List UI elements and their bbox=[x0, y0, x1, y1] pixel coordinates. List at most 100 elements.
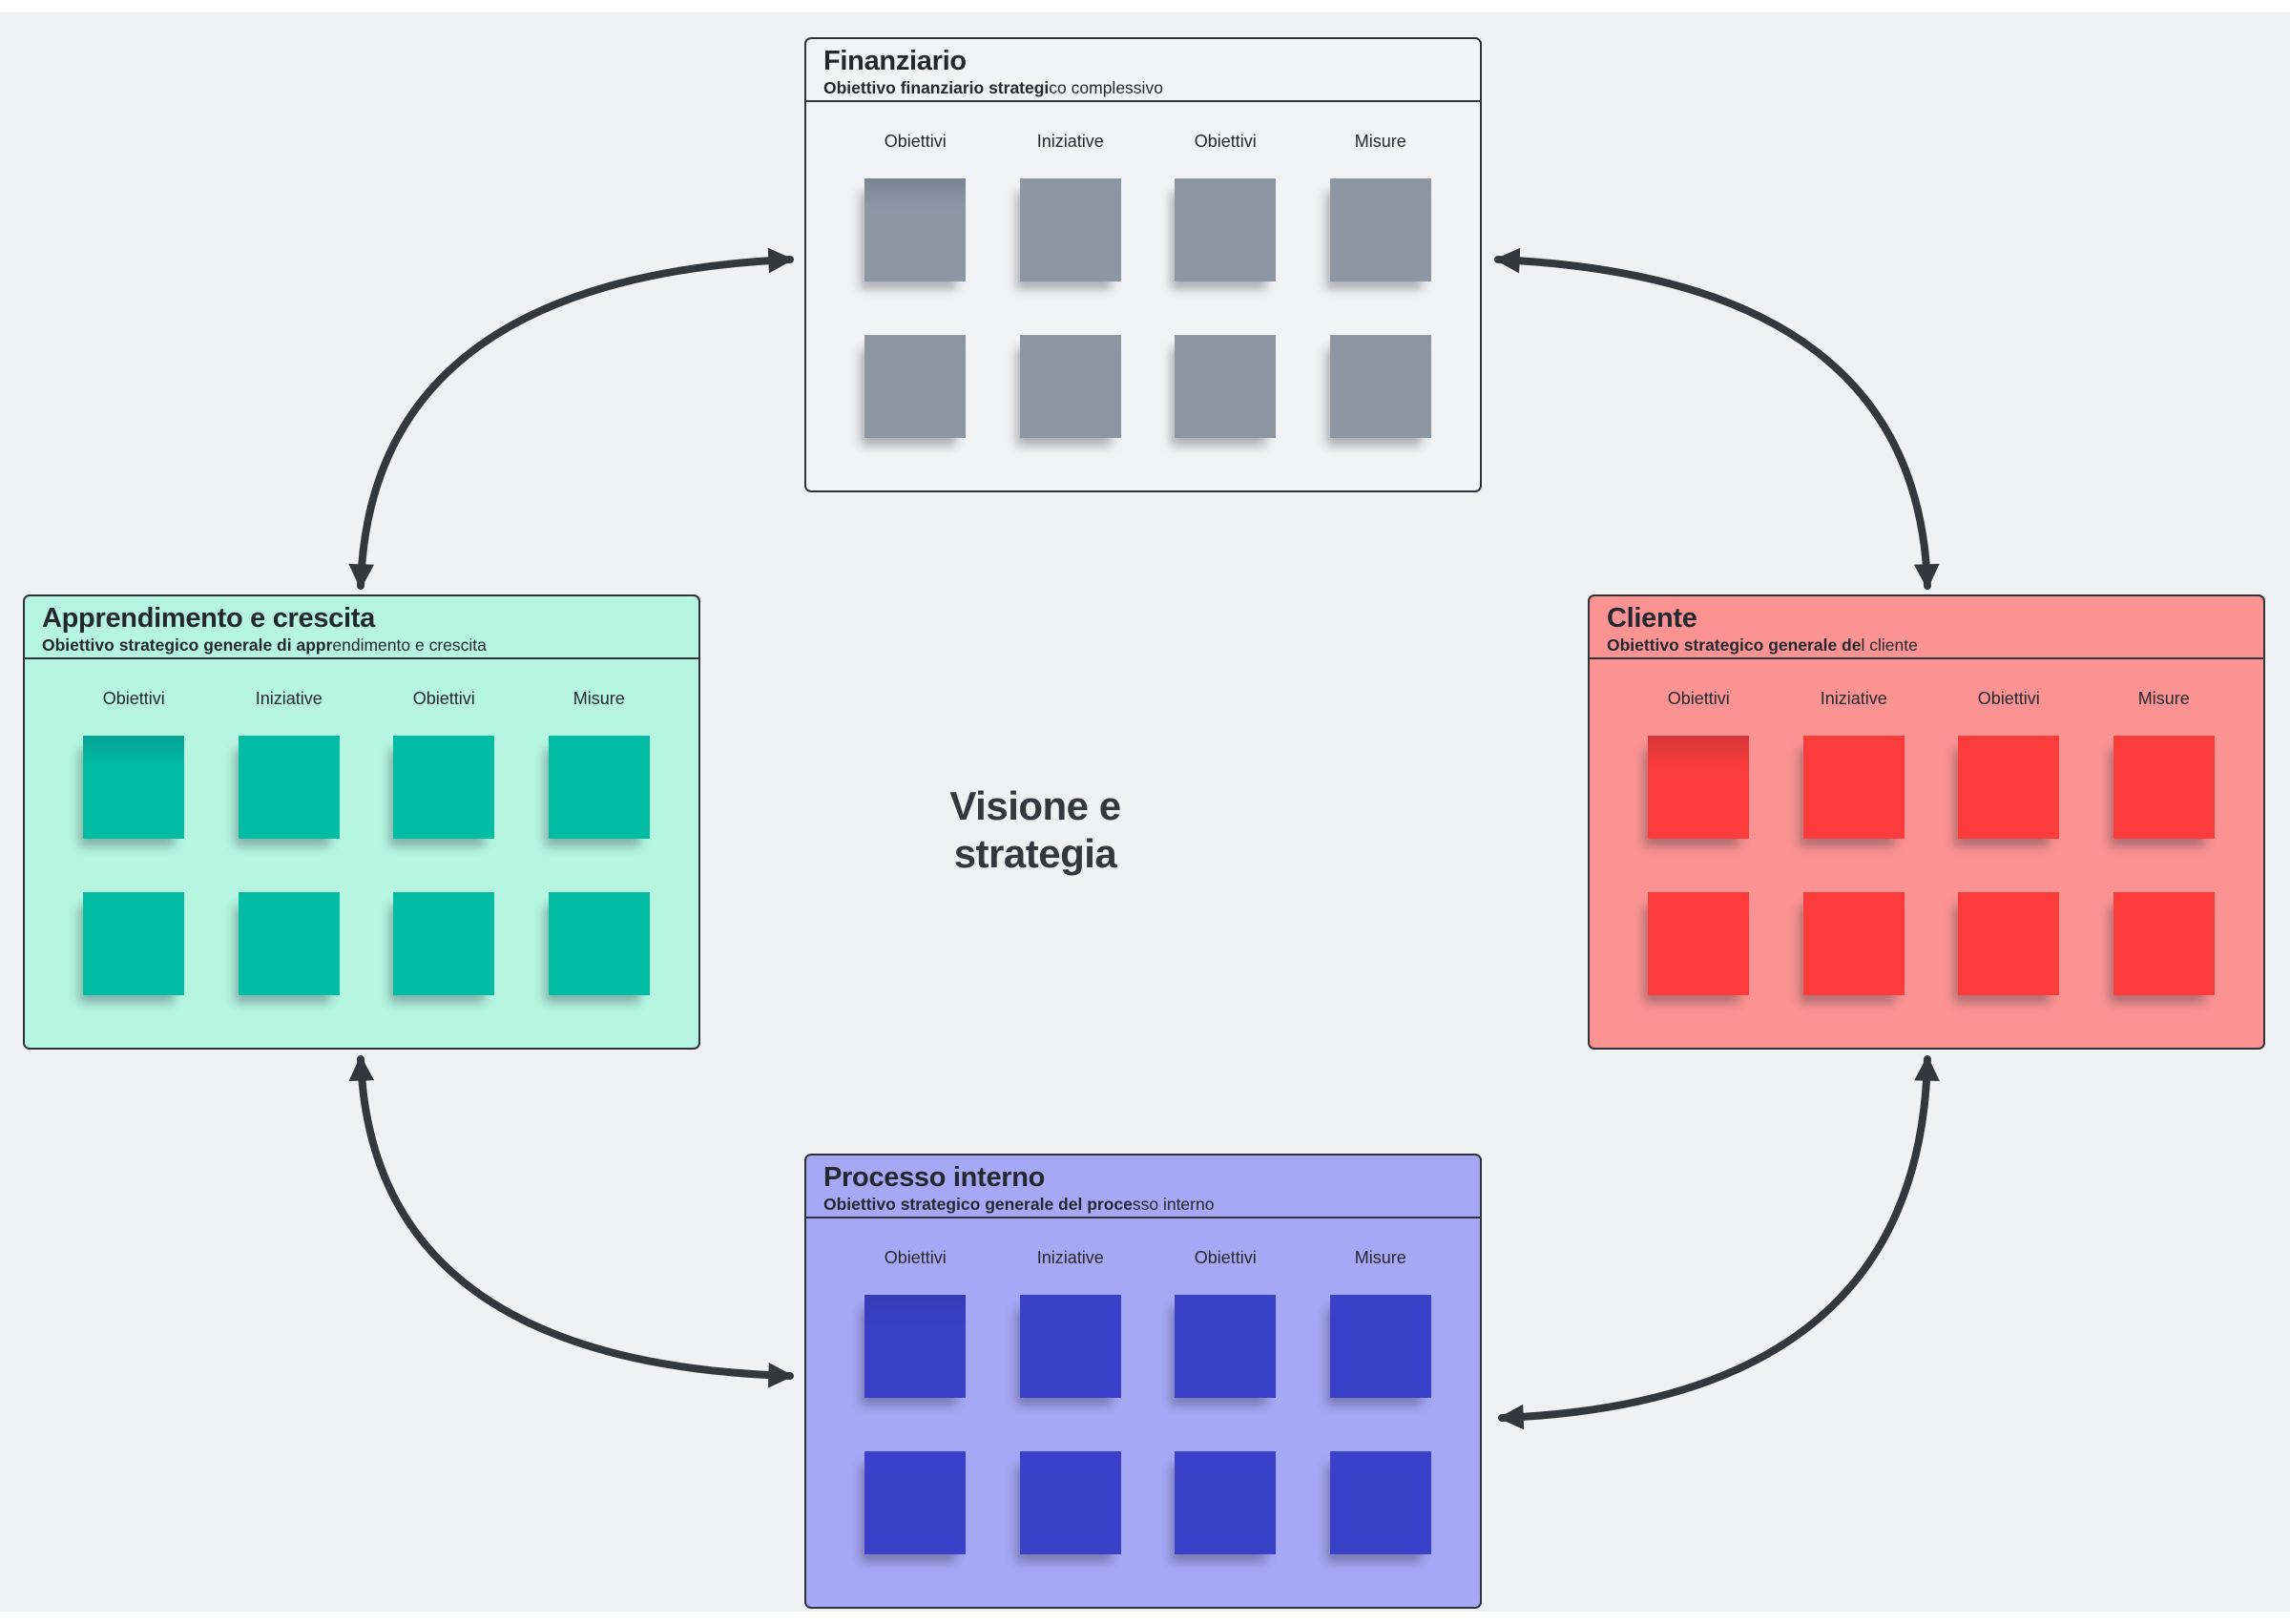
note-stack bbox=[1019, 1295, 1121, 1554]
panel-header: Cliente Obiettivo strategico generale de… bbox=[1590, 596, 2263, 659]
panel-subtitle: Obiettivo finanziario strategico comples… bbox=[823, 78, 1463, 98]
sticky-note[interactable] bbox=[393, 736, 495, 839]
note-stack bbox=[1329, 1295, 1431, 1554]
column-label: Obiettivi bbox=[1194, 1248, 1257, 1267]
sticky-note[interactable] bbox=[1648, 736, 1750, 839]
column-obiettivi-2: Obiettivi bbox=[1148, 1218, 1303, 1554]
sticky-note[interactable] bbox=[548, 892, 650, 995]
panel-cliente[interactable]: Cliente Obiettivo strategico generale de… bbox=[1588, 594, 2265, 1050]
panel-subtitle: Obiettivo strategico generale del client… bbox=[1607, 635, 2246, 656]
panel-body: Obiettivi Iniziative Obiettivi Misure bbox=[25, 659, 698, 995]
sticky-note[interactable] bbox=[238, 892, 340, 995]
column-obiettivi-1: Obiettivi bbox=[1621, 659, 1777, 995]
column-label: Obiettivi bbox=[1667, 689, 1730, 708]
column-label: Misure bbox=[572, 689, 625, 708]
note-stack bbox=[1958, 736, 2060, 995]
panel-title: Processo interno bbox=[823, 1162, 1046, 1193]
note-stack bbox=[548, 736, 650, 995]
panel-title: Finanziario bbox=[823, 46, 967, 76]
connector-arrow-bottom-right[interactable] bbox=[1498, 1055, 1940, 1430]
note-stack bbox=[1175, 178, 1277, 438]
sticky-note[interactable] bbox=[1019, 335, 1121, 438]
panel-subtitle-bold: Obiettivo strategico generale di appr bbox=[42, 635, 333, 656]
column-obiettivi-2: Obiettivi bbox=[1148, 102, 1303, 438]
connector-arrow-top-left[interactable] bbox=[348, 247, 794, 590]
sticky-note[interactable] bbox=[1019, 1295, 1121, 1398]
sticky-note[interactable] bbox=[1175, 178, 1277, 281]
panel-header: Finanziario Obiettivo finanziario strate… bbox=[806, 39, 1480, 102]
sticky-note[interactable] bbox=[1958, 892, 2060, 995]
column-label: Misure bbox=[1354, 132, 1406, 151]
sticky-note[interactable] bbox=[864, 1295, 967, 1398]
column-label: Iniziative bbox=[1820, 689, 1887, 708]
connector-arrow-bottom-left[interactable] bbox=[348, 1055, 794, 1388]
panel-subtitle-bold: Obiettivo finanziario strategi bbox=[823, 78, 1050, 98]
sticky-note[interactable] bbox=[864, 178, 967, 281]
connector-arrow-top-right[interactable] bbox=[1494, 247, 1940, 590]
column-obiettivi-2: Obiettivi bbox=[1931, 659, 2087, 995]
sticky-note[interactable] bbox=[1175, 335, 1277, 438]
sticky-note[interactable] bbox=[1329, 1451, 1431, 1554]
column-misure: Misure bbox=[2087, 659, 2242, 995]
sticky-note[interactable] bbox=[393, 892, 495, 995]
column-obiettivi-1: Obiettivi bbox=[56, 659, 212, 995]
sticky-note[interactable] bbox=[1329, 178, 1431, 281]
note-stack bbox=[1648, 736, 1750, 995]
panel-body: Obiettivi Iniziative Obiettivi Misure bbox=[806, 102, 1480, 438]
note-stack bbox=[1802, 736, 1905, 995]
sticky-note[interactable] bbox=[1175, 1451, 1277, 1554]
sticky-note[interactable] bbox=[1019, 178, 1121, 281]
column-label: Obiettivi bbox=[102, 689, 165, 708]
note-stack bbox=[1175, 1295, 1277, 1554]
panel-header: Processo interno Obiettivo strategico ge… bbox=[806, 1156, 1480, 1218]
panel-subtitle-bold: Obiettivo strategico generale del proce bbox=[823, 1195, 1133, 1215]
sticky-note[interactable] bbox=[1802, 736, 1905, 839]
column-obiettivi-2: Obiettivi bbox=[366, 659, 522, 995]
column-misure: Misure bbox=[522, 659, 677, 995]
sticky-note[interactable] bbox=[1019, 1451, 1121, 1554]
sticky-note[interactable] bbox=[2113, 892, 2215, 995]
column-label: Iniziative bbox=[1036, 1248, 1104, 1267]
sticky-note[interactable] bbox=[1958, 736, 2060, 839]
column-iniziative: Iniziative bbox=[1777, 659, 1932, 995]
column-obiettivi-1: Obiettivi bbox=[838, 1218, 993, 1554]
note-stack bbox=[393, 736, 495, 995]
sticky-note[interactable] bbox=[1329, 1295, 1431, 1398]
sticky-note[interactable] bbox=[864, 1451, 967, 1554]
sticky-note[interactable] bbox=[864, 335, 967, 438]
sticky-note[interactable] bbox=[1648, 892, 1750, 995]
sticky-note[interactable] bbox=[1329, 335, 1431, 438]
browser-chrome-strip-bottom bbox=[0, 1612, 2290, 1624]
column-label: Misure bbox=[2137, 689, 2190, 708]
column-label: Obiettivi bbox=[1194, 132, 1257, 151]
sticky-note[interactable] bbox=[1175, 1295, 1277, 1398]
note-stack bbox=[2113, 736, 2215, 995]
vision-strategy-label[interactable]: Visione e strategia bbox=[949, 783, 1121, 876]
panel-processo-interno[interactable]: Processo interno Obiettivo strategico ge… bbox=[804, 1154, 1482, 1609]
sticky-note[interactable] bbox=[548, 736, 650, 839]
column-label: Obiettivi bbox=[412, 689, 475, 708]
sticky-note[interactable] bbox=[83, 892, 185, 995]
panel-subtitle-rest: co complessivo bbox=[1049, 78, 1163, 98]
sticky-note[interactable] bbox=[1802, 892, 1905, 995]
panel-apprendimento-e-crescita[interactable]: Apprendimento e crescita Obiettivo strat… bbox=[23, 594, 700, 1050]
column-misure: Misure bbox=[1303, 1218, 1459, 1554]
panel-body: Obiettivi Iniziative Obiettivi Misure bbox=[1590, 659, 2263, 995]
browser-chrome-strip-top bbox=[0, 0, 2290, 12]
sticky-note[interactable] bbox=[83, 736, 185, 839]
column-iniziative: Iniziative bbox=[993, 1218, 1149, 1554]
panel-subtitle: Obiettivo strategico generale del proces… bbox=[823, 1195, 1463, 1215]
panel-title: Cliente bbox=[1607, 603, 1697, 634]
panel-title: Apprendimento e crescita bbox=[42, 603, 375, 634]
sticky-note[interactable] bbox=[2113, 736, 2215, 839]
note-stack bbox=[83, 736, 185, 995]
column-label: Misure bbox=[1354, 1248, 1406, 1267]
panel-subtitle-rest: endimento e crescita bbox=[332, 635, 487, 656]
panel-finanziario[interactable]: Finanziario Obiettivo finanziario strate… bbox=[804, 37, 1482, 492]
sticky-note[interactable] bbox=[238, 736, 340, 839]
note-stack bbox=[864, 1295, 967, 1554]
column-label: Obiettivi bbox=[884, 1248, 947, 1267]
column-label: Iniziative bbox=[255, 689, 323, 708]
